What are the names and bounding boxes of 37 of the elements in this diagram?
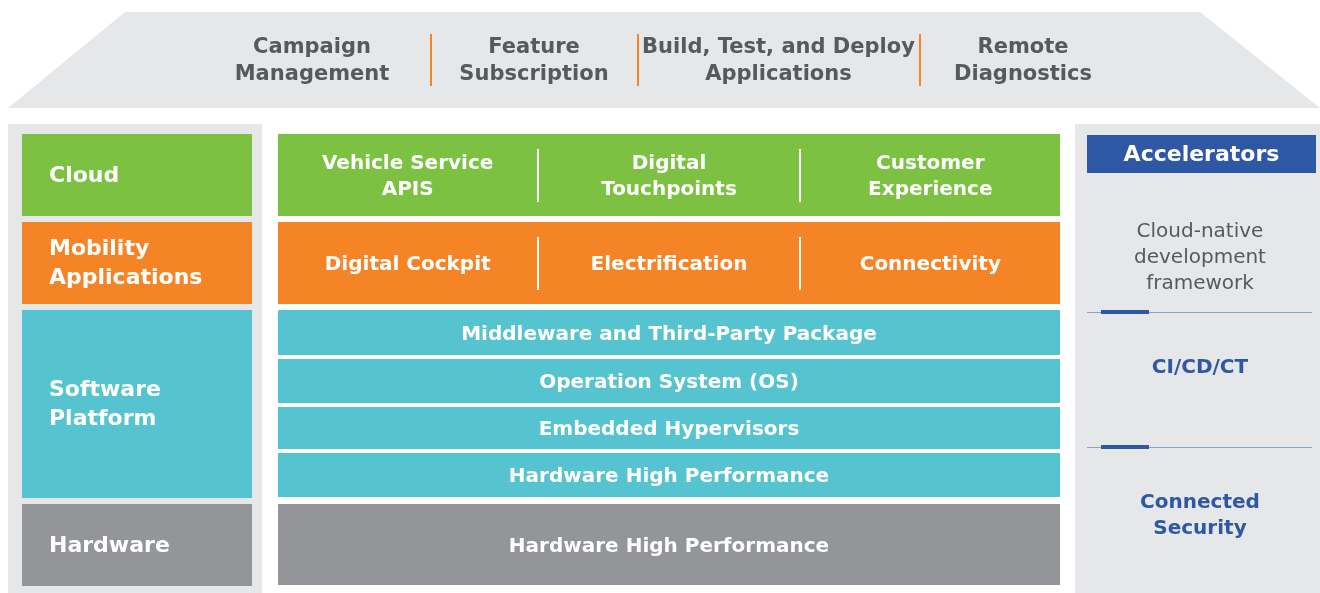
layer-label: Cloud xyxy=(49,160,120,189)
accelerator-label: Connected Security xyxy=(1139,488,1261,541)
component-bar xyxy=(278,359,1060,403)
component-bar xyxy=(278,222,1060,304)
component-bar xyxy=(278,310,1060,355)
component-label: Electrification xyxy=(590,250,748,276)
accelerator-label: Cloud-native development framework xyxy=(1133,216,1267,295)
layer-box xyxy=(22,310,252,498)
component-label: Customer Experience xyxy=(867,149,994,201)
layer-label: Hardware xyxy=(49,530,170,559)
service-label: Campaign Management xyxy=(233,32,391,87)
accelerator-label: CI/CD/CT xyxy=(1150,352,1250,379)
layer-box xyxy=(22,504,252,586)
header-label: Accelerators xyxy=(1123,139,1280,168)
accelerator-header xyxy=(1087,135,1316,173)
layer-label: Mobility Applications xyxy=(49,234,204,291)
layer-box xyxy=(22,134,252,216)
component-label: Operation System (OS) xyxy=(539,368,799,394)
layer-label: Software Platform xyxy=(49,375,162,432)
layer-panel xyxy=(8,124,262,593)
component-bar xyxy=(278,407,1060,449)
component-label: Vehicle Service APIS xyxy=(320,149,495,201)
component-label: Embedded Hypervisors xyxy=(538,415,800,441)
component-label: Hardware High Performance xyxy=(508,462,830,488)
component-label: Hardware High Performance xyxy=(508,531,830,558)
service-label: Remote Diagnostics xyxy=(953,32,1093,87)
layer-box xyxy=(22,222,252,304)
component-label: Digital Cockpit xyxy=(324,250,491,276)
service-label: Build, Test, and Deploy Applications xyxy=(641,32,916,87)
accelerator-panel xyxy=(1075,124,1320,593)
component-label: Connectivity xyxy=(859,250,1001,276)
component-bar xyxy=(278,504,1060,585)
component-bar xyxy=(278,134,1060,216)
component-label: Middleware and Third-Party Package xyxy=(461,319,877,346)
component-bar xyxy=(278,453,1060,497)
service-label: Feature Subscription xyxy=(458,32,610,87)
component-label: Digital Touchpoints xyxy=(600,149,738,201)
